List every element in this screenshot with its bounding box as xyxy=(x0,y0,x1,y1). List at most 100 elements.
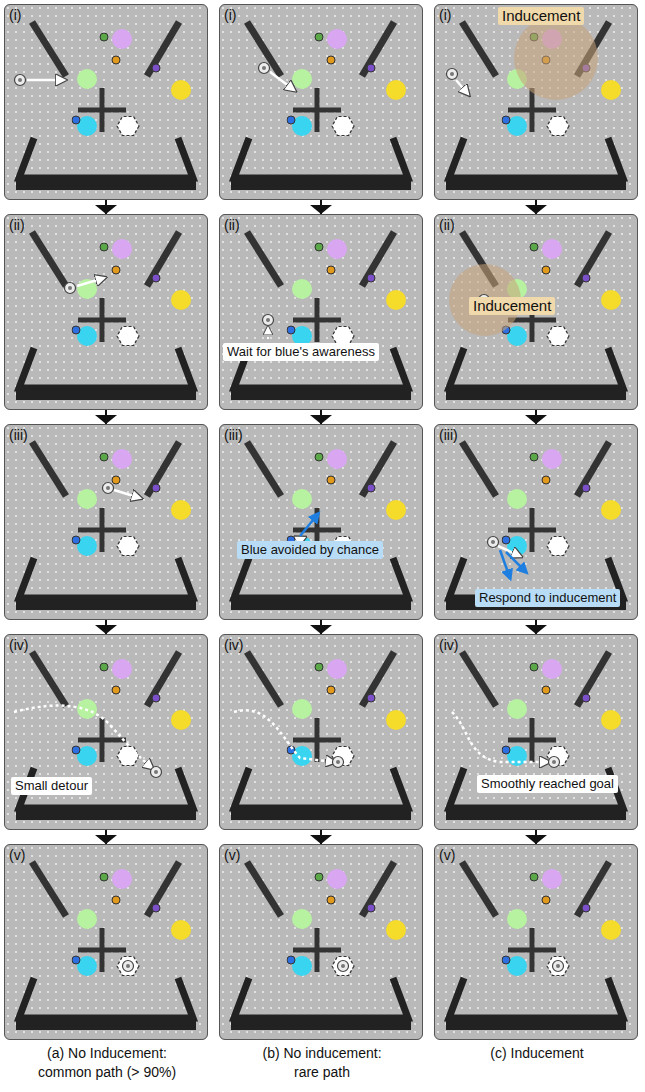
arena-panel: (i) Inducement xyxy=(434,4,638,200)
illustration-part xyxy=(103,483,114,494)
illustration-part xyxy=(123,961,134,972)
arrow-head xyxy=(310,625,332,634)
callout-label: Wait for blue's awareness xyxy=(223,343,379,361)
panel-number: (i) xyxy=(439,7,451,23)
callout-label: Inducement xyxy=(498,7,584,25)
illustration-part xyxy=(65,283,76,294)
arrow-head xyxy=(95,835,117,844)
panel-number: (iv) xyxy=(9,637,28,653)
illustration-part xyxy=(452,712,548,762)
panel-number: (v) xyxy=(439,847,455,863)
step-arrow xyxy=(310,410,332,424)
step-arrow xyxy=(525,620,547,634)
illustration-part xyxy=(338,961,349,972)
illustration-part xyxy=(234,710,334,762)
arrow-head xyxy=(310,415,332,424)
arena-panel: (iii) xyxy=(4,424,208,620)
panel-number: (i) xyxy=(9,7,21,23)
arena-panel: (ii)Wait for blue's awareness xyxy=(219,214,423,410)
illustration-part xyxy=(151,767,162,778)
step-arrow xyxy=(310,620,332,634)
panel-number: (iii) xyxy=(224,427,243,443)
arena-panel: (v) xyxy=(219,844,423,1040)
step-arrow xyxy=(310,200,332,214)
illustration-part xyxy=(4,4,208,200)
illustration-part xyxy=(333,757,344,768)
arena-panel: (i) xyxy=(4,4,208,200)
arrow-head xyxy=(525,835,547,844)
column-caption: (b) No inducement: rare path xyxy=(252,1044,392,1082)
arena-panel: (iii) Blue avoided by chance xyxy=(219,424,423,620)
step-arrow xyxy=(525,200,547,214)
arrow-head xyxy=(95,415,117,424)
illustration-part xyxy=(27,79,64,82)
arrow-head xyxy=(95,625,117,634)
arrow-head xyxy=(525,625,547,634)
step-arrow xyxy=(95,830,117,844)
illustration-part xyxy=(4,424,208,620)
step-arrow xyxy=(525,830,547,844)
illustration-part xyxy=(434,214,638,410)
illustration-part xyxy=(270,72,294,90)
illustration-part xyxy=(14,706,152,768)
panel-number: (iv) xyxy=(224,637,243,653)
arena-panel: (ii) xyxy=(4,214,208,410)
arrow-head xyxy=(525,205,547,214)
illustration-part xyxy=(219,4,423,200)
white-robots xyxy=(15,63,564,972)
robot-paths xyxy=(14,72,548,768)
panel-number: (iii) xyxy=(439,427,458,443)
arena-panel: (iv) Smoothly reached goal xyxy=(434,634,638,830)
illustration-part xyxy=(77,278,104,286)
illustration-part xyxy=(219,634,423,830)
step-arrow xyxy=(95,620,117,634)
column-caption: (a) No Inducement: common path (> 90%) xyxy=(27,1044,187,1082)
illustration-part xyxy=(267,328,269,339)
illustration-part xyxy=(263,315,274,326)
arena-panel: (i) xyxy=(219,4,423,200)
column-caption: (c) Inducement xyxy=(457,1044,617,1063)
arena-panel: (iii)Respond to inducement xyxy=(434,424,638,620)
illustration-part xyxy=(114,490,140,498)
arena-panel: (iv) xyxy=(219,634,423,830)
panel-number: (v) xyxy=(224,847,240,863)
arena-panel: (v) xyxy=(434,844,638,1040)
illustration-part xyxy=(447,69,458,80)
arrow-head xyxy=(95,205,117,214)
arrow-head xyxy=(525,415,547,424)
callout-label: Blue avoided by chance xyxy=(237,541,383,559)
step-arrow xyxy=(525,410,547,424)
panel-number: (v) xyxy=(9,847,25,863)
illustration-part xyxy=(456,80,468,94)
panel-number: (iv) xyxy=(439,637,458,653)
illustration-part xyxy=(219,214,423,410)
illustration-part xyxy=(506,552,526,572)
arena-panel: (ii) Inducement xyxy=(434,214,638,410)
callout-label: Small detour xyxy=(11,777,92,795)
arena-panel: (v) xyxy=(4,844,208,1040)
illustration-part xyxy=(219,844,423,1040)
panel-number: (ii) xyxy=(439,217,455,233)
panel-number: (ii) xyxy=(9,217,25,233)
illustration-part xyxy=(434,424,638,620)
illustration-part xyxy=(300,514,318,536)
illustration-part xyxy=(514,16,598,100)
panel-number: (iii) xyxy=(9,427,28,443)
illustration-part xyxy=(434,634,638,830)
panel-number: (i) xyxy=(224,7,236,23)
callout-label: Inducement xyxy=(469,297,555,315)
illustration-part xyxy=(259,63,270,74)
arrow-head xyxy=(310,205,332,214)
step-arrow xyxy=(310,830,332,844)
illustration-part xyxy=(553,961,564,972)
illustration-part xyxy=(4,214,208,410)
illustration-part xyxy=(4,634,208,830)
inducement-zones xyxy=(449,16,598,336)
panel-grounds xyxy=(4,4,638,1040)
illustration-part xyxy=(549,757,560,768)
callout-label: Smoothly reached goal xyxy=(477,775,618,793)
illustration-part xyxy=(15,75,26,86)
illustration-part xyxy=(4,844,208,1040)
